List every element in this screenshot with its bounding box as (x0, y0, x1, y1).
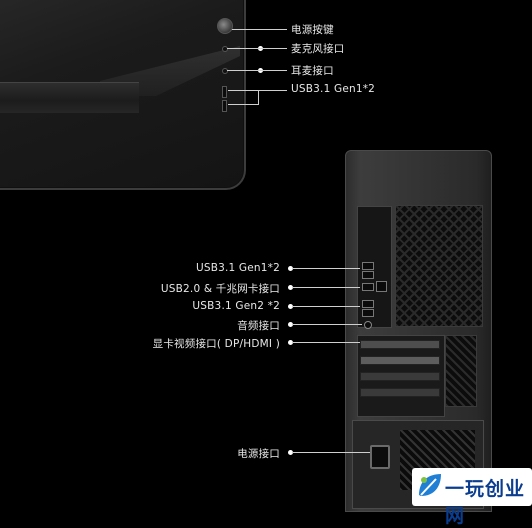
callout-line-usb-gen2 (292, 306, 360, 307)
callout-line-usb-b (228, 104, 258, 105)
slot-cover-1 (360, 372, 440, 381)
callout-line-audio (292, 324, 362, 325)
mic-port-illustration (222, 46, 228, 52)
label-headphone-port: 耳麦接口 (291, 65, 334, 77)
callout-line-power-socket (292, 452, 370, 453)
callout-line-usb2-lan (292, 287, 360, 288)
callout-dot-usb-gen2 (288, 304, 293, 309)
rear-lan-port (376, 281, 387, 292)
usb-front-slot-2 (222, 100, 227, 112)
callout-dot-usb2-lan (288, 285, 293, 290)
label-usb2-lan: USB2.0 & 千兆网卡接口 (160, 283, 280, 295)
label-audio: 音频接口 (237, 320, 280, 332)
callout-line-usb-gen1 (292, 268, 360, 269)
callout-bracket-usb (258, 90, 259, 105)
front-panel-handle (0, 82, 139, 113)
rear-usb-gen1-b (362, 271, 374, 279)
callout-line-mic (227, 48, 287, 49)
rear-fan-grill (395, 205, 483, 327)
gpu-bracket (360, 340, 440, 349)
leaf-icon (419, 474, 441, 496)
power-button-illustration (217, 18, 233, 34)
label-usb-gen2: USB3.1 Gen2 *2 (192, 300, 280, 312)
label-usb-front: USB3.1 Gen1*2 (291, 83, 376, 95)
label-usb-gen1: USB3.1 Gen1*2 (195, 262, 280, 274)
psu-power-socket (370, 445, 390, 469)
callout-dot-power-socket (288, 450, 293, 455)
label-power-button: 电源按键 (291, 24, 334, 36)
slot-cover-2 (360, 388, 440, 397)
callout-line-usb (258, 90, 287, 91)
label-mic-port: 麦克风接口 (291, 43, 345, 55)
callout-dot-gpu (288, 340, 293, 345)
watermark-text: 一玩创业网 (445, 478, 526, 527)
usb-front-slot-1 (222, 86, 227, 98)
gpu-bracket-2 (360, 356, 440, 365)
rear-usb-gen2-b (362, 309, 374, 317)
callout-line-usb-a (228, 90, 258, 91)
callout-line-power (232, 29, 287, 30)
side-vent-grill (445, 335, 477, 407)
label-power-socket: 电源接口 (237, 448, 280, 460)
rear-usb2-port (362, 283, 374, 291)
callout-line-headphone (227, 70, 287, 71)
callout-dot-usb-gen1 (288, 266, 293, 271)
rear-usb-gen2-a (362, 300, 374, 308)
rear-usb-gen1-a (362, 262, 374, 270)
callout-line-gpu (292, 342, 360, 343)
headphone-port-illustration (222, 68, 228, 74)
rear-audio-port (364, 321, 372, 329)
callout-dot-audio (288, 322, 293, 327)
label-gpu-video: 显卡视频接口( DP/HDMI ) (152, 338, 280, 350)
